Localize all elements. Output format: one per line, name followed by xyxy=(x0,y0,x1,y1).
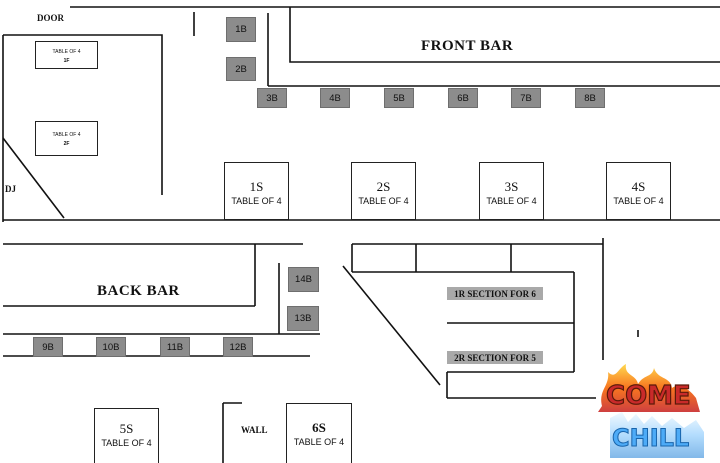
table-5s-name: 5S xyxy=(119,421,134,436)
section-1r[interactable]: 1R SECTION FOR 6 xyxy=(447,287,543,300)
stool-10b[interactable]: 10B xyxy=(96,337,126,357)
stool-14b[interactable]: 14B xyxy=(288,267,319,292)
table-2f-code: 2F xyxy=(63,141,70,147)
table-6s[interactable]: 6S TABLE OF 4 xyxy=(286,403,352,463)
logo-word-come: COME xyxy=(606,381,691,411)
stool-8b[interactable]: 8B xyxy=(575,88,605,108)
table-3s-capacity: TABLE OF 4 xyxy=(486,196,537,206)
door-label: DOOR xyxy=(37,13,64,23)
stool-4b[interactable]: 4B xyxy=(320,88,350,108)
back-bar-label: BACK BAR xyxy=(97,283,180,299)
wall-label: WALL xyxy=(241,425,268,435)
stool-13b[interactable]: 13B xyxy=(287,306,319,331)
dj-label: DJ xyxy=(5,184,16,194)
logo-word-chill: CHILL xyxy=(612,424,689,452)
table-2s-name: 2S xyxy=(376,179,391,194)
table-6s-name: 6S xyxy=(312,420,326,435)
stool-2b[interactable]: 2B xyxy=(226,57,256,81)
stool-9b[interactable]: 9B xyxy=(33,337,63,357)
stool-7b[interactable]: 7B xyxy=(511,88,541,108)
table-6s-capacity: TABLE OF 4 xyxy=(293,437,345,447)
stool-3b[interactable]: 3B xyxy=(257,88,287,108)
table-1s-name: 1S xyxy=(249,179,264,194)
come-chill-logo: COME CHILL xyxy=(592,360,714,460)
table-1s-capacity: TABLE OF 4 xyxy=(231,196,282,206)
front-bar-label: FRONT BAR xyxy=(421,38,514,54)
stool-11b[interactable]: 11B xyxy=(160,337,190,357)
table-4s-capacity: TABLE OF 4 xyxy=(613,196,664,206)
stool-5b[interactable]: 5B xyxy=(384,88,414,108)
table-4s[interactable]: 4S TABLE OF 4 xyxy=(606,162,671,220)
table-2s[interactable]: 2S TABLE OF 4 xyxy=(351,162,416,220)
section-2r[interactable]: 2R SECTION FOR 5 xyxy=(447,351,543,364)
table-5s-capacity: TABLE OF 4 xyxy=(101,438,152,448)
stool-12b[interactable]: 12B xyxy=(223,337,253,357)
table-1f-code: 1F xyxy=(63,58,70,64)
table-3s-name: 3S xyxy=(504,179,519,194)
stool-6b[interactable]: 6B xyxy=(448,88,478,108)
table-2s-capacity: TABLE OF 4 xyxy=(358,196,409,206)
table-1f[interactable]: TABLE OF 4 1F xyxy=(35,41,98,69)
table-1s[interactable]: 1S TABLE OF 4 xyxy=(224,162,289,220)
table-3s[interactable]: 3S TABLE OF 4 xyxy=(479,162,544,220)
table-5s[interactable]: 5S TABLE OF 4 xyxy=(94,408,159,463)
table-4s-name: 4S xyxy=(631,179,646,194)
flame-logo-icon: COME CHILL xyxy=(598,364,704,458)
table-2f-name: TABLE OF 4 xyxy=(52,132,81,138)
table-1f-name: TABLE OF 4 xyxy=(52,49,81,55)
table-2f[interactable]: TABLE OF 4 2F xyxy=(35,121,98,156)
stool-1b[interactable]: 1B xyxy=(226,17,256,42)
